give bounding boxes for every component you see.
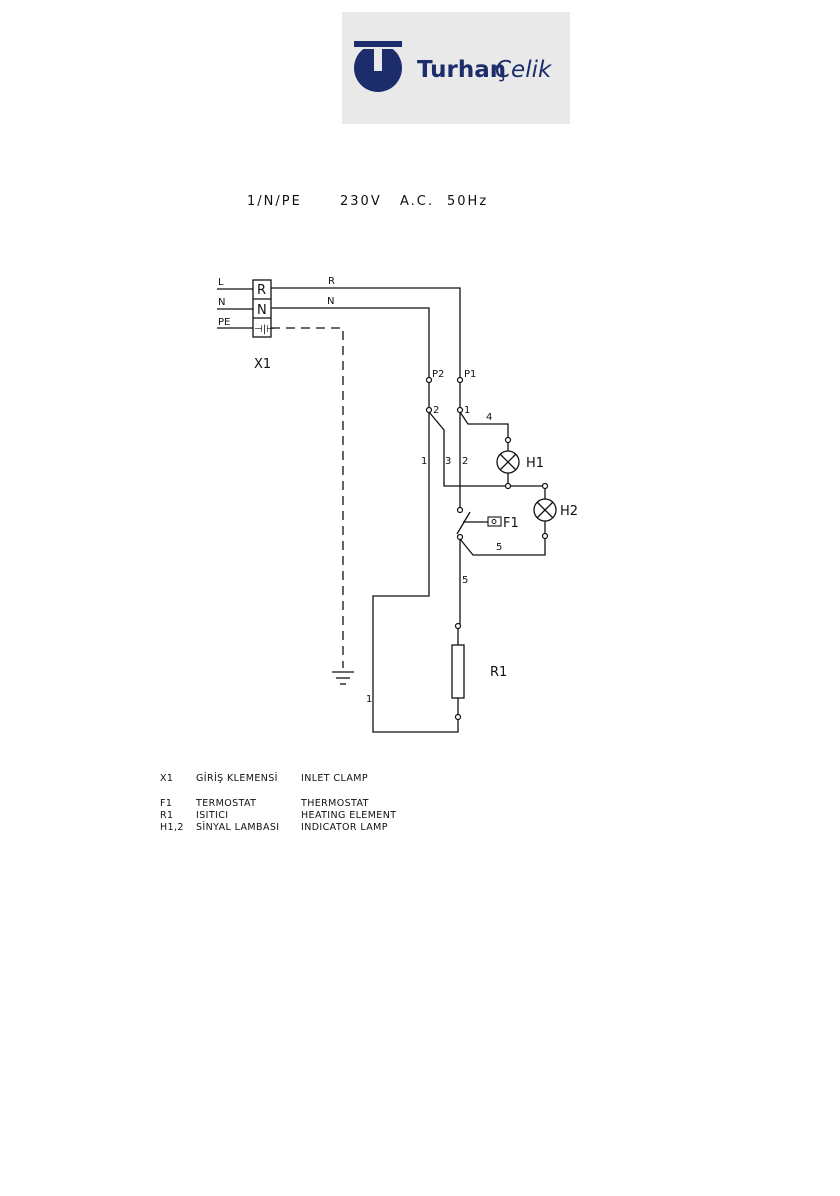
heating-element-r1: R1 [452, 624, 507, 720]
indicator-lamp-h1: H1 [497, 438, 544, 489]
legend-turkish: GİRİŞ KLEMENSİ [196, 773, 278, 784]
selector-switch: P2 P1 2 1 [427, 369, 477, 416]
heater-r1-label: R1 [490, 665, 507, 680]
thermostat-f1-label: F1 [503, 516, 519, 531]
legend-code: H1,2 [160, 822, 184, 833]
current-type: A.C. [400, 194, 434, 209]
terminal-label-x1: X1 [254, 357, 271, 372]
legend-turkish: TERMOSTAT [195, 798, 256, 809]
legend-row: F1 TERMOSTAT THERMOSTAT [160, 798, 369, 809]
thermostat-f1: F1 [457, 508, 519, 540]
wire-5-label: 5 [496, 542, 502, 553]
legend: X1 GİRİŞ KLEMENSİ INLET CLAMP F1 TERMOST… [160, 773, 396, 833]
thermostat-sensor-icon [488, 517, 501, 526]
contact-2-label: 2 [433, 405, 439, 416]
terminal-r: R [257, 283, 266, 298]
wire-5b-label: 5 [462, 575, 468, 586]
legend-english: INDICATOR LAMP [301, 822, 388, 833]
wire-4-label: 4 [486, 412, 492, 423]
line-n-label: N [218, 297, 225, 308]
contact-1-label: 1 [464, 405, 470, 416]
legend-code: F1 [160, 798, 172, 809]
input-lines: L N PE [217, 277, 253, 328]
wire-r-label: R [328, 276, 335, 287]
wire-2-label: 2 [462, 456, 468, 467]
wire-2: 2 [460, 412, 468, 508]
turhan-celik-logo: Turhan Çelik [342, 12, 570, 124]
wire-3: 3 [429, 412, 545, 486]
logo-text-accent: Çelik [495, 57, 553, 83]
wire-1-label: 1 [421, 456, 427, 467]
legend-turkish: SİNYAL LAMBASI [196, 822, 279, 833]
phase-spec: 1/N/PE [247, 194, 302, 209]
legend-row: H1,2 SİNYAL LAMBASI INDICATOR LAMP [160, 822, 388, 833]
supply-spec: 1/N/PE 230V A.C. 50Hz [247, 194, 488, 209]
legend-code: X1 [160, 773, 173, 784]
wire-1b-label: 1 [366, 694, 372, 705]
frequency: 50Hz [447, 194, 488, 209]
protective-earth [271, 328, 354, 684]
legend-row: X1 GİRİŞ KLEMENSİ INLET CLAMP [160, 773, 368, 784]
inlet-terminal-x1: R N ⊣|⊢ X1 [253, 280, 275, 372]
wire-n-label: N [327, 296, 334, 307]
legend-english: THERMOSTAT [300, 798, 369, 809]
legend-english: INLET CLAMP [301, 773, 368, 784]
wire-5: 5 5 [460, 538, 545, 624]
terminal-pe-symbol: ⊣|⊢ [254, 324, 275, 335]
terminal-n: N [257, 303, 267, 318]
legend-turkish: ISITICI [196, 810, 228, 821]
line-pe-label: PE [218, 317, 230, 328]
legend-code: R1 [160, 810, 173, 821]
supply-wires: R N [271, 276, 460, 378]
contact-p2-label: P2 [432, 369, 444, 380]
voltage: 230V [340, 194, 382, 209]
legend-row: R1 ISITICI HEATING ELEMENT [160, 810, 396, 821]
earth-ground-icon [332, 672, 354, 684]
contact-p1-label: P1 [464, 369, 476, 380]
legend-english: HEATING ELEMENT [301, 810, 396, 821]
wire-3-label: 3 [445, 456, 451, 467]
logo-text-main: Turhan [417, 57, 506, 83]
indicator-lamp-h2: H2 [534, 484, 578, 539]
line-l-label: L [218, 277, 224, 288]
lamp-h1-label: H1 [526, 456, 544, 471]
lamp-h2-label: H2 [560, 504, 578, 519]
